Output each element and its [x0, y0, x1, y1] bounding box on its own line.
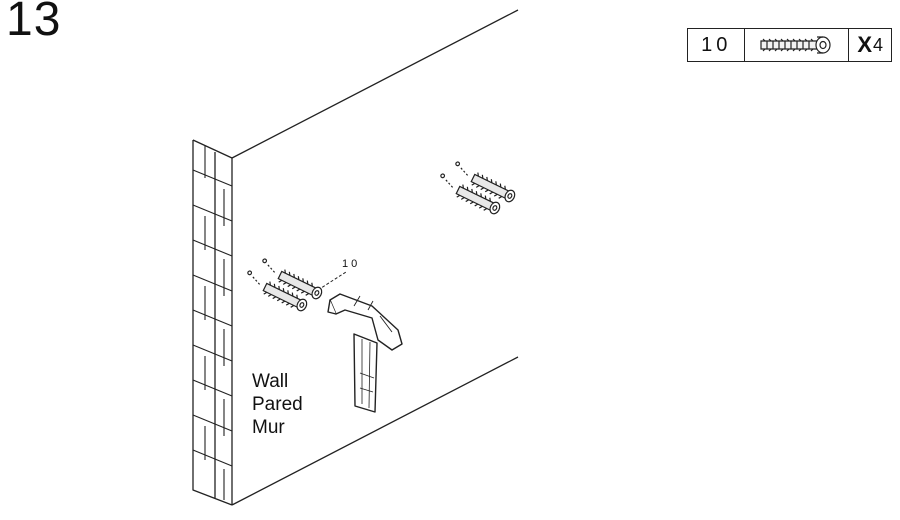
wall-anchor-icon: [262, 258, 323, 300]
quantity-value: 4: [873, 34, 884, 55]
wall-face: [231, 9, 519, 506]
quantity-multiplier-mark: X: [857, 32, 873, 57]
part-image-cell: [745, 29, 850, 61]
wall-label-spanish: Pared: [252, 394, 303, 415]
wall-anchor-icon: [440, 173, 501, 215]
wall-label: Wall Pared Mur: [252, 370, 303, 439]
wall-anchor-icon: [247, 270, 308, 312]
brick-pattern: [192, 146, 233, 500]
callout-leader-line: [317, 271, 347, 291]
wall-anchor-plug-icon: [760, 36, 831, 54]
callout-part-id: 10: [342, 258, 361, 270]
wall-label-french: Mur: [252, 417, 285, 438]
part-id: 10: [688, 29, 746, 61]
hammer-icon: [327, 293, 403, 413]
wall-label-english: Wall: [252, 371, 289, 392]
brick-edge: [192, 139, 233, 506]
wall-anchor-icon: [455, 161, 516, 203]
step-number: 13: [6, 0, 62, 46]
